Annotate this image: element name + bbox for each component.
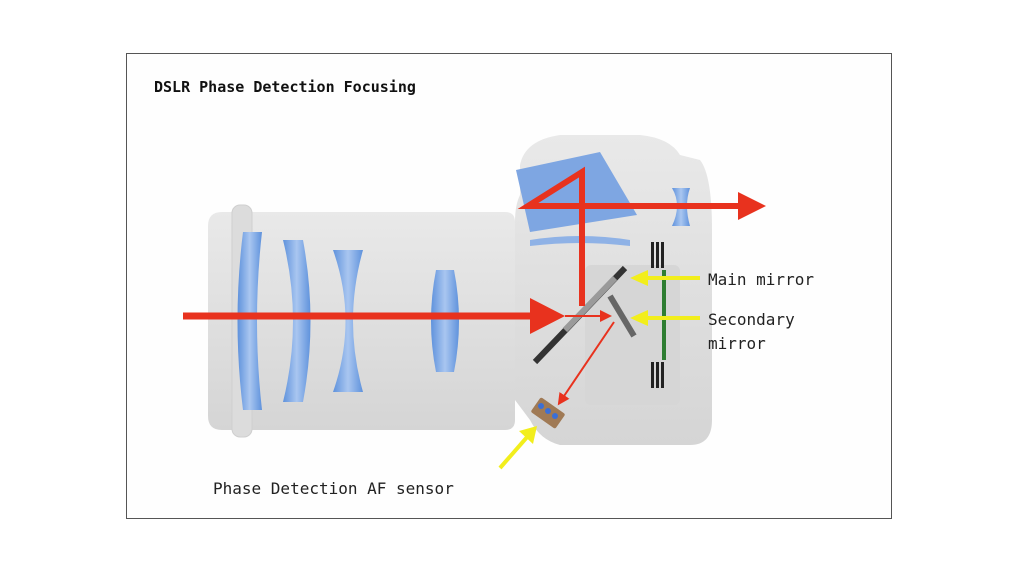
secondary-mirror-label-line2: mirror: [708, 334, 766, 353]
lens-elements: [237, 232, 459, 410]
pointer-arrows: [498, 270, 700, 470]
main-mirror-label: Main mirror: [708, 270, 814, 289]
ray-to-af-sensor: [557, 321, 615, 406]
shutter-marks: [651, 242, 664, 388]
secondary-mirror: [607, 294, 637, 338]
prism-internal-path: [517, 166, 640, 209]
diagram-title: DSLR Phase Detection Focusing: [154, 78, 416, 96]
secondary-mirror-label-line1: Secondary: [708, 310, 795, 329]
af-sensor-label: Phase Detection AF sensor: [213, 479, 454, 498]
main-mirror-highlight: [562, 275, 618, 333]
af-sensor: [531, 397, 565, 429]
light-rays: [183, 166, 766, 406]
incoming-ray-head: [530, 298, 565, 334]
viewfinder-ray-head: [738, 192, 766, 220]
